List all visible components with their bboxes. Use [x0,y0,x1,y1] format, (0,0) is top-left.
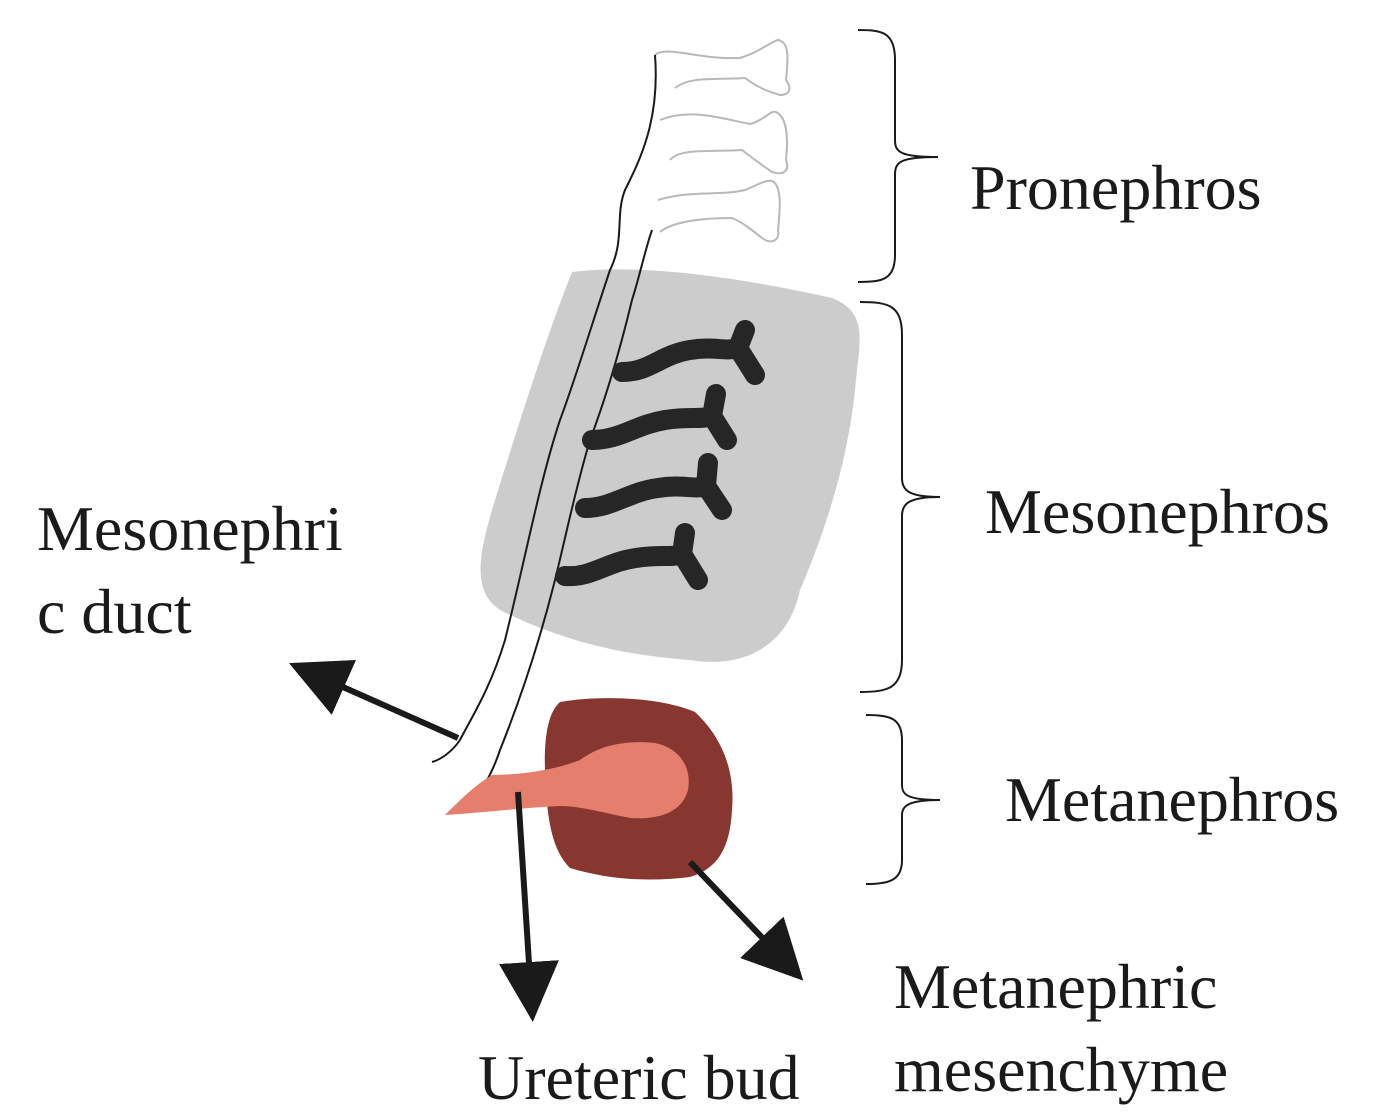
pronephros-tubules [655,40,789,241]
mesonephric-duct-arrow [300,668,458,738]
mesonephros-label: Mesonephros [985,480,1330,544]
metanephric-mesenchyme-label-line1: Metanephric [894,955,1217,1019]
metanephros-brace [866,715,940,884]
mesonephric-duct-label-line1: Mesonephri [37,497,343,561]
pronephros-label: Pronephros [970,156,1262,220]
metanephric-mesenchyme-label-line2: mesenchyme [894,1038,1228,1102]
ureteric-bud-label: Ureteric bud [478,1046,800,1110]
metanephros-label: Metanephros [1005,768,1339,832]
ureteric-bud-arrow [518,792,532,1010]
mesonephros-brace [860,302,940,692]
mesonephros-region [481,269,860,662]
pronephros-brace [858,30,938,282]
mesonephric-duct-label-line2: c duct [37,580,192,644]
metanephric-mesenchyme-arrow [690,862,795,972]
braces [858,30,940,884]
